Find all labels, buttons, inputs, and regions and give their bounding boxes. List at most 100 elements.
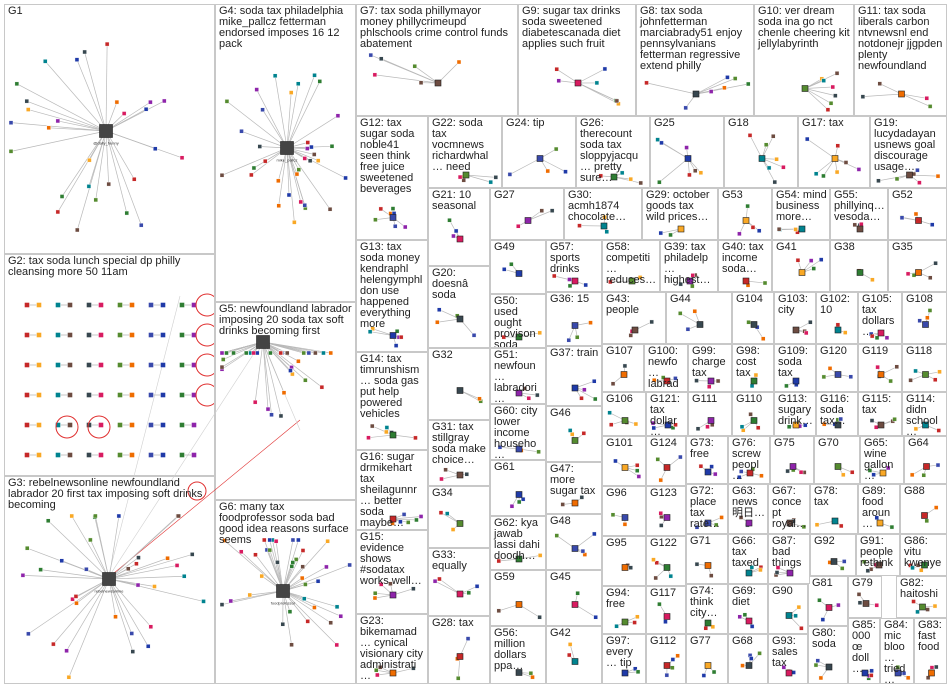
user-node[interactable] — [347, 562, 352, 568]
hub-node[interactable] — [571, 545, 579, 552]
user-node[interactable] — [593, 396, 598, 402]
user-node[interactable] — [55, 209, 61, 215]
hub-node[interactable] — [919, 603, 926, 611]
user-node[interactable] — [117, 392, 123, 398]
user-node[interactable] — [659, 140, 664, 146]
user-node[interactable] — [477, 396, 482, 401]
hub-node[interactable] — [663, 514, 671, 521]
user-node[interactable] — [70, 596, 75, 602]
user-node[interactable] — [93, 197, 98, 203]
user-node[interactable] — [496, 608, 502, 614]
user-node[interactable] — [26, 107, 31, 112]
user-node[interactable] — [418, 80, 424, 85]
hub-node[interactable] — [276, 584, 290, 598]
hub-node[interactable] — [515, 669, 523, 676]
user-node[interactable] — [911, 599, 916, 604]
user-node[interactable] — [579, 396, 584, 401]
user-node[interactable] — [86, 392, 92, 398]
user-node[interactable] — [153, 146, 158, 151]
user-node[interactable] — [607, 410, 612, 415]
user-node[interactable] — [370, 326, 375, 332]
user-node[interactable] — [549, 208, 555, 213]
user-node[interactable] — [335, 113, 341, 118]
hub-node[interactable] — [879, 469, 887, 477]
hub-node[interactable] — [786, 569, 794, 577]
user-node[interactable] — [129, 422, 135, 428]
user-node[interactable] — [130, 649, 136, 654]
user-node[interactable] — [86, 452, 92, 458]
hub-node[interactable] — [684, 155, 692, 162]
hub-node[interactable] — [256, 335, 270, 349]
user-node[interactable] — [309, 144, 314, 150]
user-node[interactable] — [825, 107, 831, 112]
user-node[interactable] — [325, 539, 330, 544]
user-node[interactable] — [281, 390, 287, 395]
user-node[interactable] — [608, 279, 613, 285]
user-node[interactable] — [566, 337, 571, 343]
user-node[interactable] — [673, 376, 678, 381]
user-node[interactable] — [55, 362, 61, 368]
user-node[interactable] — [67, 302, 73, 308]
hub-node[interactable] — [571, 322, 579, 329]
user-node[interactable] — [148, 99, 153, 105]
hub-node[interactable] — [922, 371, 929, 378]
user-node[interactable] — [661, 375, 666, 380]
user-node[interactable] — [384, 429, 389, 435]
user-node[interactable] — [372, 591, 378, 596]
hub-node[interactable] — [456, 653, 464, 660]
user-node[interactable] — [537, 553, 543, 558]
user-node[interactable] — [746, 81, 751, 87]
user-node[interactable] — [239, 129, 244, 134]
user-node[interactable] — [24, 332, 30, 338]
user-node[interactable] — [650, 420, 656, 426]
user-node[interactable] — [286, 192, 292, 198]
user-node[interactable] — [592, 531, 597, 537]
hub-node[interactable] — [621, 669, 629, 677]
hub-node[interactable] — [834, 463, 842, 470]
user-node[interactable] — [55, 452, 61, 458]
user-node[interactable] — [288, 90, 294, 95]
user-node[interactable] — [329, 144, 335, 149]
user-node[interactable] — [745, 203, 750, 209]
user-node[interactable] — [303, 378, 308, 383]
user-node[interactable] — [628, 333, 633, 338]
user-node[interactable] — [609, 422, 614, 427]
user-node[interactable] — [925, 675, 931, 680]
user-node[interactable] — [610, 381, 616, 386]
user-node[interactable] — [497, 445, 503, 450]
user-node[interactable] — [602, 66, 608, 72]
user-node[interactable] — [288, 368, 293, 373]
user-node[interactable] — [296, 537, 301, 543]
hub-node[interactable] — [742, 217, 750, 224]
user-node[interactable] — [664, 672, 670, 678]
user-node[interactable] — [622, 522, 628, 527]
user-node[interactable] — [24, 392, 30, 398]
user-node[interactable] — [117, 302, 123, 308]
user-node[interactable] — [247, 592, 253, 598]
user-node[interactable] — [552, 273, 557, 279]
user-node[interactable] — [334, 642, 339, 648]
hub-node[interactable] — [830, 558, 838, 565]
user-node[interactable] — [257, 144, 263, 149]
user-node[interactable] — [580, 548, 586, 554]
hub-node[interactable] — [758, 155, 766, 162]
user-node[interactable] — [762, 280, 768, 286]
user-node[interactable] — [343, 175, 348, 181]
user-node[interactable] — [411, 666, 416, 671]
user-node[interactable] — [842, 559, 847, 564]
user-node[interactable] — [338, 613, 343, 619]
hub-node[interactable] — [389, 591, 397, 599]
user-node[interactable] — [894, 364, 899, 369]
hub-node[interactable] — [663, 564, 671, 571]
user-node[interactable] — [179, 362, 185, 368]
user-node[interactable] — [860, 94, 866, 99]
user-node[interactable] — [228, 598, 234, 604]
user-node[interactable] — [117, 452, 123, 458]
hub-node[interactable] — [750, 377, 758, 385]
user-node[interactable] — [465, 636, 471, 641]
user-node[interactable] — [644, 80, 649, 86]
user-node[interactable] — [148, 452, 154, 458]
user-node[interactable] — [895, 664, 900, 670]
user-node[interactable] — [294, 171, 300, 177]
user-node[interactable] — [933, 377, 938, 382]
